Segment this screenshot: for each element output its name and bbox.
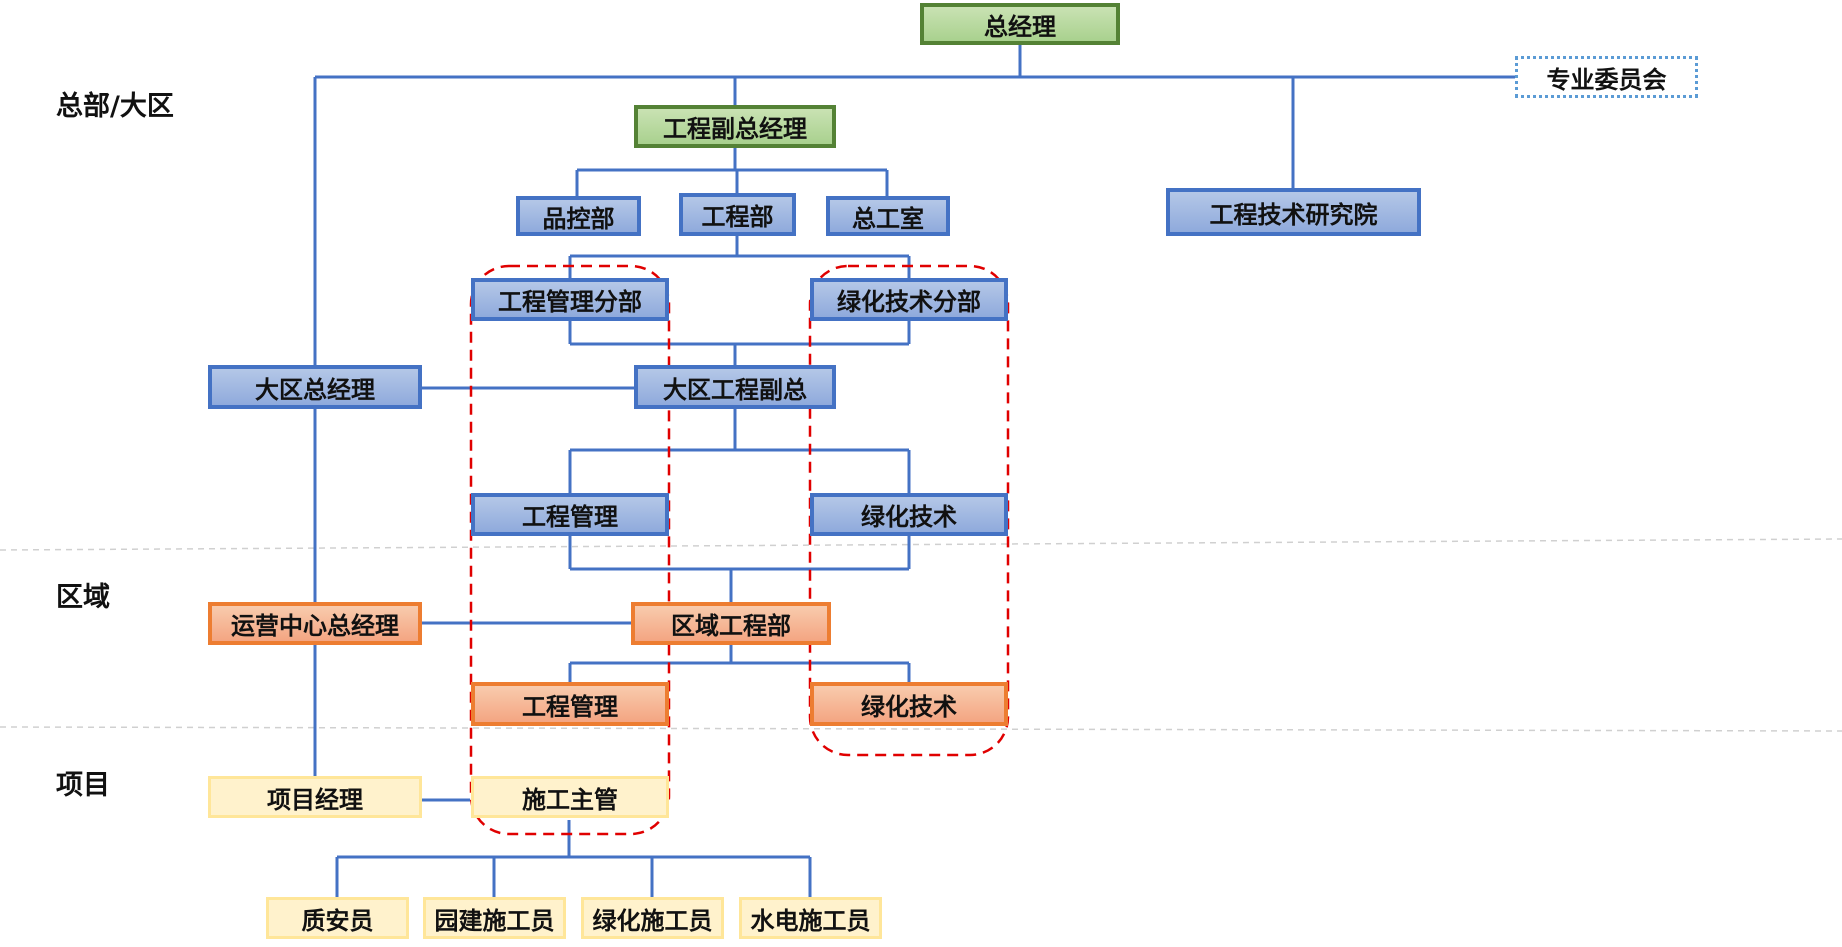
- node-greening-worker[interactable]: 绿化施工员: [581, 897, 724, 939]
- node-chief-eng-office[interactable]: 总工室: [826, 196, 950, 236]
- node-general-manager[interactable]: 总经理: [920, 3, 1120, 45]
- level-label-hq: 总部/大区: [56, 91, 174, 122]
- node-region-green-tech[interactable]: 绿化技术: [810, 682, 1008, 726]
- node-region-eng-mgmt[interactable]: 工程管理: [471, 682, 669, 726]
- level-divider-line: [0, 538, 1842, 551]
- level-label-region: 区域: [56, 582, 110, 613]
- node-green-tech-branch[interactable]: 绿化技术分部: [810, 278, 1008, 321]
- node-project-manager[interactable]: 项目经理: [208, 776, 422, 818]
- eng-mgmt-line-highlight: [469, 264, 671, 836]
- node-area-green-tech[interactable]: 绿化技术: [810, 493, 1008, 536]
- level-label-project: 项目: [56, 770, 110, 801]
- node-landscape-worker[interactable]: 园建施工员: [423, 897, 566, 939]
- green-tech-line-highlight: [808, 264, 1010, 757]
- node-quality-safety-staff[interactable]: 质安员: [266, 897, 409, 939]
- node-eng-dept[interactable]: 工程部: [679, 193, 796, 236]
- level-divider-line: [0, 726, 1842, 732]
- node-construction-supervisor[interactable]: 施工主管: [471, 776, 669, 818]
- node-ops-center-gm[interactable]: 运营中心总经理: [208, 602, 422, 645]
- node-eng-vice-gm[interactable]: 工程副总经理: [634, 105, 836, 148]
- node-eng-tech-institute[interactable]: 工程技术研究院: [1166, 188, 1421, 236]
- node-hydro-electric-worker[interactable]: 水电施工员: [739, 897, 882, 939]
- node-eng-mgmt-branch[interactable]: 工程管理分部: [471, 278, 669, 321]
- node-area-eng-mgmt[interactable]: 工程管理: [471, 493, 669, 536]
- node-area-gm[interactable]: 大区总经理: [208, 365, 422, 409]
- node-region-eng-dept[interactable]: 区域工程部: [631, 602, 831, 645]
- node-area-eng-vp[interactable]: 大区工程副总: [634, 365, 836, 409]
- node-quality-dept[interactable]: 品控部: [516, 196, 641, 236]
- node-committee[interactable]: 专业委员会: [1515, 56, 1698, 98]
